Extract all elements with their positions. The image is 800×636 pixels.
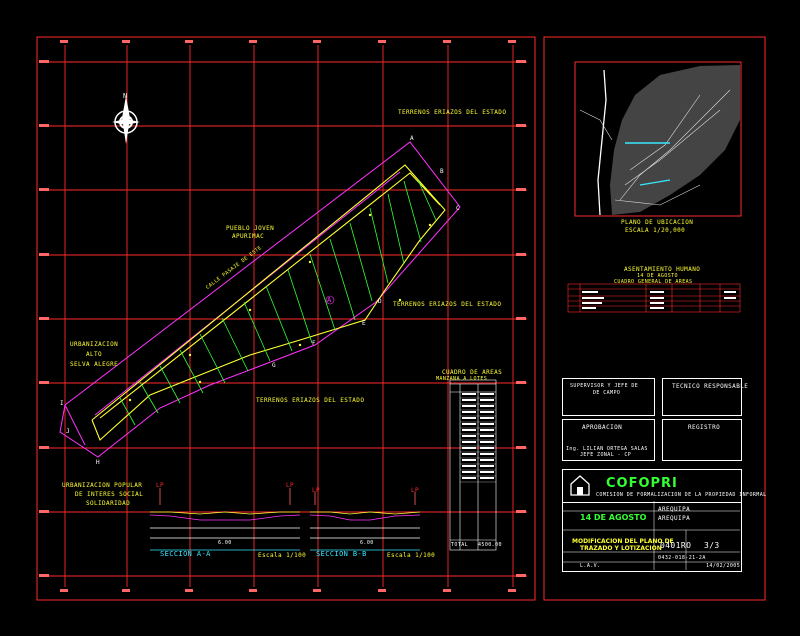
pueblo-joven-label: PUEBLO JOVEN — [226, 225, 275, 232]
section-a-lp-right: LP — [286, 482, 295, 489]
plano-subtitle: TRAZADO Y LOTIZACION — [580, 545, 662, 552]
grid-tick-labels — [39, 40, 526, 592]
aprobacion-role: JEFE ZONAL - CP — [580, 452, 632, 458]
cofopri-title: COFOPRI — [606, 476, 678, 491]
cofopri-logo-icon — [570, 475, 590, 496]
vertex-d: D — [378, 298, 383, 305]
section-b-lp-right: LP — [411, 487, 420, 494]
section-a-scale: Escala 1/100 — [258, 552, 307, 559]
section-a-total: 6.00 — [218, 540, 232, 546]
areas-table-cells — [462, 393, 494, 479]
urb-popular-sub: DE INTERES SOCIAL — [75, 491, 144, 498]
terrenos-mid-label: TERRENOS ERIAZOS DEL ESTADO — [393, 301, 502, 308]
location-scale: ESCALA 1/20,000 — [625, 227, 686, 234]
section-b-scale: Escala 1/100 — [387, 552, 436, 559]
vertex-f: F — [312, 340, 317, 347]
vertex-b: B — [440, 168, 445, 175]
areas-table-subtitle: MANZANA A LOTES — [436, 376, 488, 382]
cofopri-subtitle: COMISION DE FORMALIZACION DE LA PROPIEDA… — [596, 492, 767, 498]
registro-label: REGISTRO — [688, 424, 721, 431]
vertex-c: C — [456, 205, 461, 212]
codigo-value: 0401RO — [660, 541, 692, 550]
north-label: N — [123, 92, 128, 100]
lote-a-label: A — [327, 296, 332, 304]
areas-table-total-label: TOTAL — [451, 542, 469, 548]
lot-dividers — [119, 179, 437, 426]
plano-title: MODIFICACION DEL PLANO DE — [572, 538, 674, 545]
tecnico-box — [662, 378, 742, 416]
section-a-lp-left: LP — [156, 482, 165, 489]
summary-table-cells — [582, 291, 736, 309]
supervisor-label: SUPERVISOR Y JEFE DE — [570, 383, 639, 389]
summary-table — [567, 283, 741, 313]
section-a-title: SECCION A-A — [160, 550, 211, 558]
fecha-value: 14/02/2005 — [706, 563, 741, 569]
tecnico-label: TECNICO RESPONSABLE — [672, 383, 749, 390]
dimension-marks — [128, 213, 432, 402]
distrito-value: AREQUIPA — [658, 506, 691, 513]
section-b-total: 6.00 — [360, 540, 374, 546]
supervisor-sub: DE CAMPO — [593, 390, 621, 396]
supervisor-box — [562, 378, 655, 416]
north-arrow-icon — [112, 96, 140, 144]
vertex-g: G — [272, 362, 277, 369]
titleblock-logo-row — [562, 469, 742, 503]
left-frame — [36, 36, 536, 601]
areas-table-rows — [460, 397, 496, 483]
section-b-drawing — [309, 492, 421, 551]
urb-popular-name: SOLIDARIDAD — [86, 500, 131, 507]
summary-subtitle: 14 DE AGOSTO — [637, 273, 678, 279]
asentamiento-name: 14 DE AGOSTO — [580, 513, 647, 522]
vertex-a: A — [410, 135, 415, 142]
expediente-value: 0432-018-21-2A — [658, 555, 706, 561]
summary-title: ASENTAMIENTO HUMANO — [624, 266, 701, 273]
vertex-i: I — [60, 400, 65, 407]
terrenos-bottom-label: TERRENOS ERIAZOS DEL ESTADO — [256, 397, 365, 404]
aprobacion-label: APROBACION — [582, 424, 623, 431]
location-map — [574, 61, 742, 217]
provincia-value: AREQUIPA — [658, 515, 691, 522]
terrenos-top-label: TERRENOS ERIAZOS DEL ESTADO — [398, 109, 507, 116]
pueblo-joven-name: APURIMAC — [232, 233, 265, 240]
section-b-lp-left: LP — [312, 487, 321, 494]
parcel-outline — [91, 164, 446, 441]
lamina-value: 3/3 — [704, 541, 720, 550]
ref-value: L.A.V. — [580, 563, 601, 569]
registro-box — [662, 419, 742, 461]
urb-popular-label: URBANIZACION POPULAR — [62, 482, 143, 489]
lot-numbers — [325, 295, 335, 305]
summary-table-title: CUADRO GENERAL DE AREAS — [614, 279, 693, 285]
section-b-title: SECCION B-B — [316, 550, 367, 558]
aprobacion-name: Ing. LILIAN ORTEGA SALAS — [566, 446, 648, 452]
areas-table-title: CUADRO DE AREAS — [442, 369, 503, 376]
urbanizacion-name: SELVA ALEGRE — [70, 361, 119, 368]
vertex-h: H — [96, 459, 101, 466]
right-frame — [543, 36, 766, 601]
vertex-j: J — [66, 428, 71, 435]
areas-table-grid — [449, 379, 497, 551]
location-caption: PLANO DE UBICACION — [621, 219, 694, 226]
urbanizacion-label: URBANIZACION — [70, 341, 119, 348]
areas-table-total-value: 4500.00 — [478, 542, 502, 548]
section-a-drawing — [149, 488, 301, 551]
urbanizacion-alto: ALTO — [86, 351, 103, 358]
aprobacion-box — [562, 419, 655, 461]
vertex-e: E — [362, 320, 367, 327]
